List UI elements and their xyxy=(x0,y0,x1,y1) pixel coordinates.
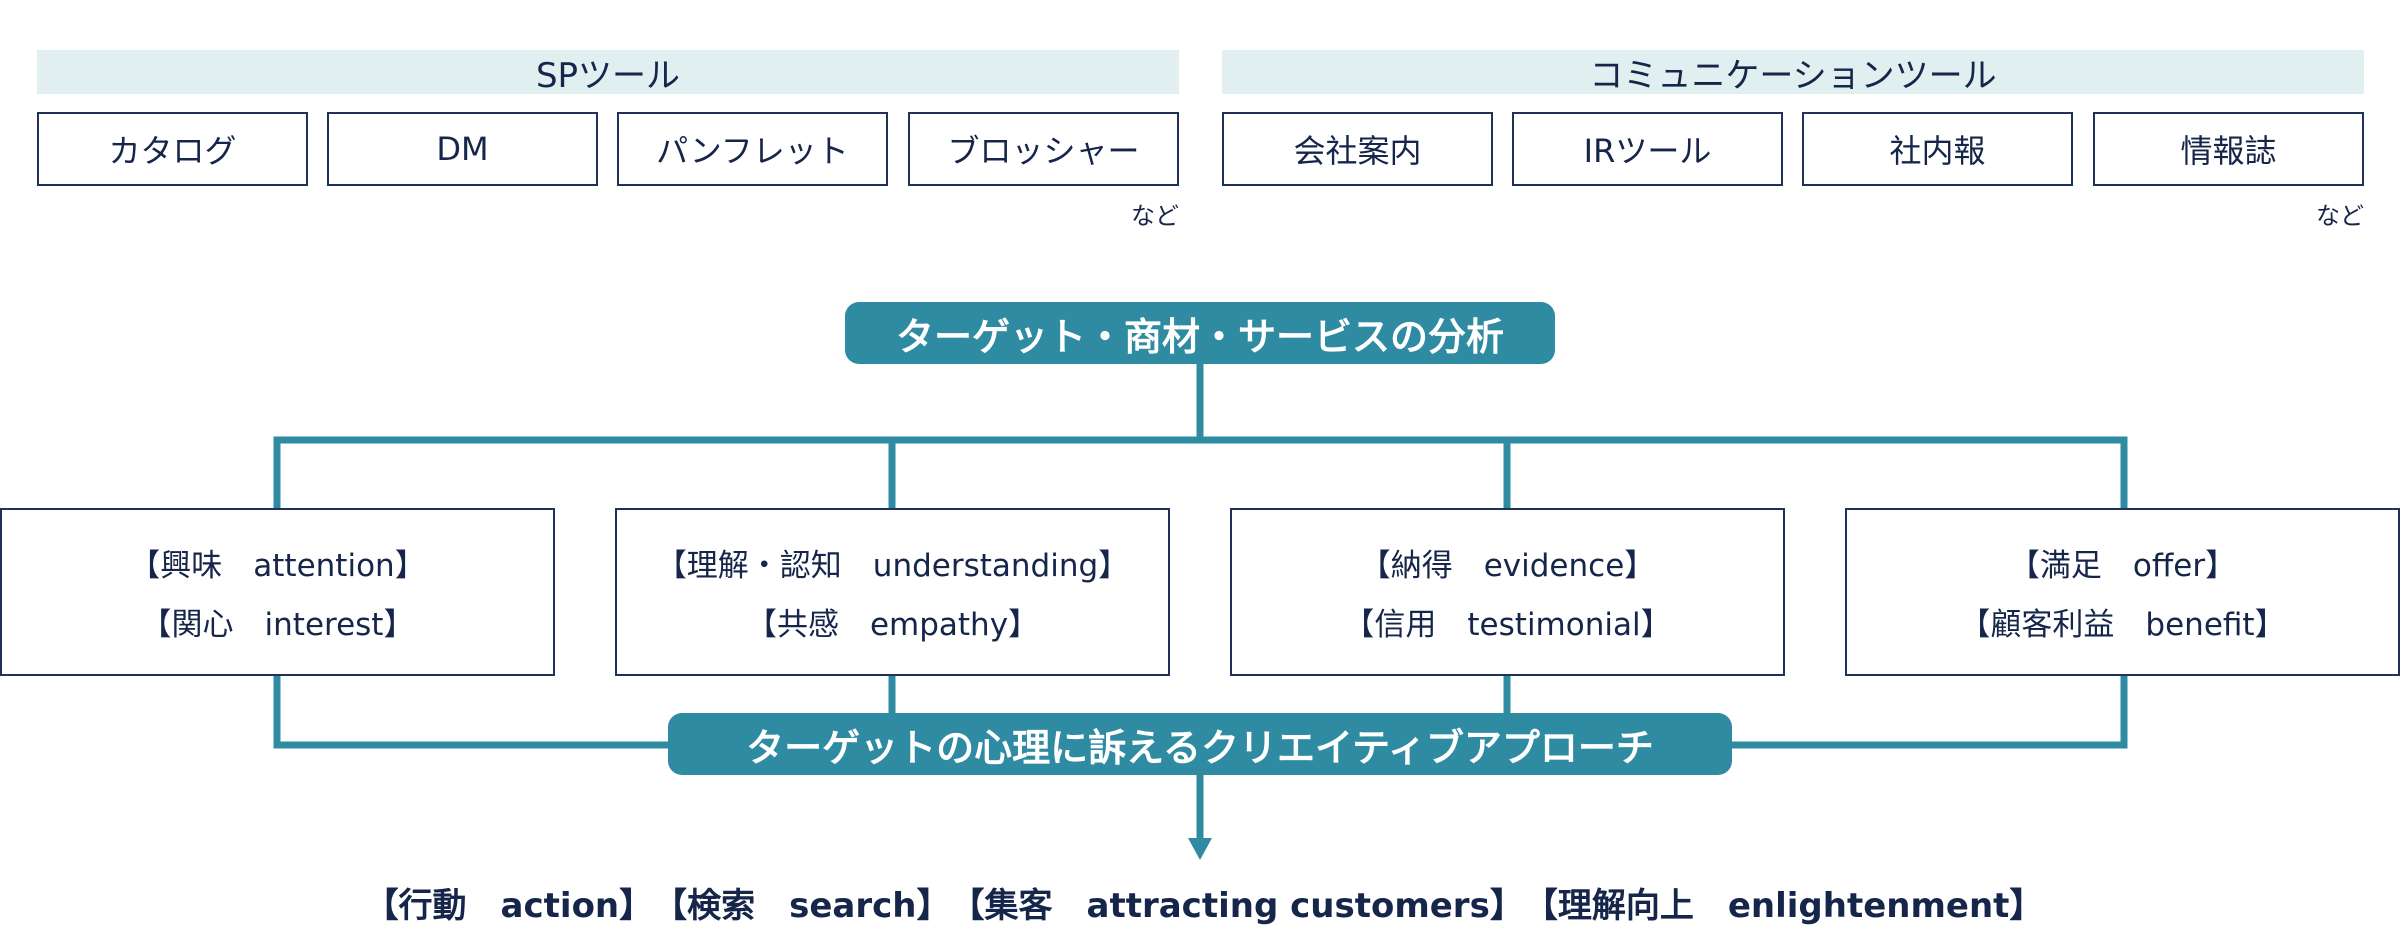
outcome-action: 【行動 action】 xyxy=(364,886,654,926)
sp-tool-brochure: ブロッシャー xyxy=(908,112,1179,186)
approach-label: ターゲットの心理に訴えるクリエイティブアプローチ xyxy=(746,725,1654,770)
stage-line-1: 【満足 offer】 xyxy=(2008,548,2237,584)
stage-line-2: 【共感 empathy】 xyxy=(745,607,1040,643)
outcomes-row: 【行動 action】 【検索 search】 【集客 attracting c… xyxy=(0,878,2408,926)
sp-tool-dm: DM xyxy=(327,112,598,186)
comm-tools-title: コミュニケーションツール xyxy=(1589,55,1997,96)
analysis-label: ターゲット・商材・サービスの分析 xyxy=(895,314,1504,359)
sp-tools-etc-note: など xyxy=(1131,202,1179,230)
outcome-enlightenment: 【理解向上 enlightenment】 xyxy=(1523,886,2044,926)
approach-pill: ターゲットの心理に訴えるクリエイティブアプローチ xyxy=(668,713,1732,775)
stage-line-2: 【信用 testimonial】 xyxy=(1343,607,1672,643)
comm-tool-magazine: 情報誌 xyxy=(2093,112,2364,186)
stage-box-evidence: 【納得 evidence】 【信用 testimonial】 xyxy=(1230,508,1785,676)
comm-tools-etc-note: など xyxy=(2316,202,2364,230)
analysis-pill: ターゲット・商材・サービスの分析 xyxy=(845,302,1555,364)
stage-line-1: 【納得 evidence】 xyxy=(1359,548,1656,584)
stage-box-understanding: 【理解・認知 understanding】 【共感 empathy】 xyxy=(615,508,1170,676)
down-arrowhead xyxy=(1188,838,1212,860)
stage-line-1: 【興味 attention】 xyxy=(129,548,426,584)
stage-line-2: 【顧客利益 benefit】 xyxy=(1959,607,2286,643)
comm-tool-ir: IRツール xyxy=(1512,112,1783,186)
comm-tool-company-profile: 会社案内 xyxy=(1222,112,1493,186)
comm-tools-header: コミュニケーションツール xyxy=(1222,50,2364,96)
comm-tool-newsletter: 社内報 xyxy=(1802,112,2073,186)
top-branch-bar xyxy=(273,436,2128,510)
sp-tool-pamphlet: パンフレット xyxy=(617,112,888,186)
stage-box-offer: 【満足 offer】 【顧客利益 benefit】 xyxy=(1845,508,2400,676)
outcome-customers: 【集客 attracting customers】 xyxy=(950,886,1524,926)
stage-box-interest: 【興味 attention】 【関心 interest】 xyxy=(0,508,555,676)
sp-tools-header: SPツール xyxy=(37,50,1179,96)
stage-line-2: 【関心 interest】 xyxy=(140,607,415,643)
sp-tools-title: SPツール xyxy=(535,55,681,96)
outcome-search: 【検索 search】 xyxy=(653,886,951,926)
stage-line-1: 【理解・認知 understanding】 xyxy=(655,548,1130,584)
sp-tool-catalog: カタログ xyxy=(37,112,308,186)
